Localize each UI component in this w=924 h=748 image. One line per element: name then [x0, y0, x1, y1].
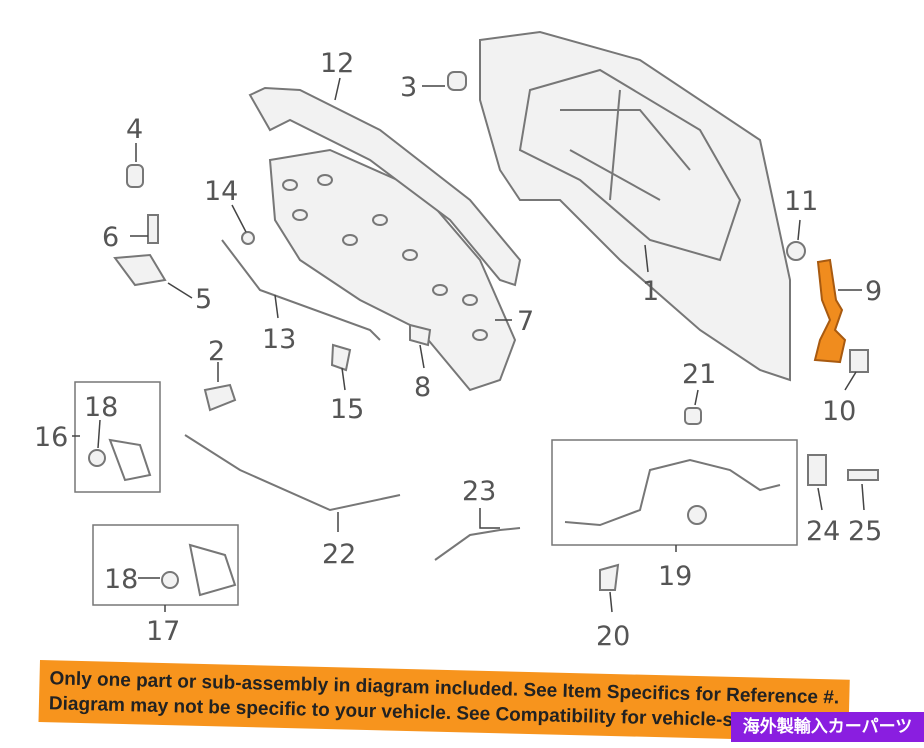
callout-18b: 18	[104, 564, 138, 595]
callout-19: 19	[658, 561, 692, 592]
box-16	[74, 381, 161, 493]
callout-21: 21	[682, 359, 716, 390]
callout-14: 14	[204, 176, 238, 207]
callout-24: 24	[806, 516, 840, 547]
callout-16: 16	[34, 422, 68, 453]
callout-1: 1	[642, 276, 659, 307]
callout-9: 9	[865, 276, 882, 307]
callout-20: 20	[596, 621, 630, 652]
part-seal	[248, 86, 522, 287]
part-insulator	[268, 148, 517, 392]
callout-labels: 1 2 3 4 5 6 7 8 9 10 11 12 13 14 15 16 1…	[34, 48, 882, 652]
callout-3: 3	[400, 72, 417, 103]
callout-13: 13	[262, 324, 296, 355]
callout-22: 22	[322, 539, 356, 570]
callout-17: 17	[146, 616, 180, 647]
callout-15: 15	[330, 394, 364, 425]
part-hinge-reinforcement	[813, 258, 847, 364]
small-parts	[113, 71, 879, 591]
part-prop-rod	[221, 239, 381, 341]
callout-12: 12	[320, 48, 354, 79]
seller-badge: 海外製輸入カーパーツ	[731, 712, 924, 742]
callout-18a: 18	[84, 392, 118, 423]
callout-4: 4	[126, 114, 143, 145]
callout-23: 23	[462, 476, 496, 507]
callout-10: 10	[822, 396, 856, 427]
callout-25: 25	[848, 516, 882, 547]
part-hood	[479, 30, 791, 382]
callout-2: 2	[208, 336, 225, 367]
callout-5: 5	[195, 284, 212, 315]
box-19	[551, 439, 798, 546]
callout-8: 8	[414, 372, 431, 403]
callout-7: 7	[517, 306, 534, 337]
callout-11: 11	[784, 186, 818, 217]
callout-6: 6	[102, 222, 119, 253]
